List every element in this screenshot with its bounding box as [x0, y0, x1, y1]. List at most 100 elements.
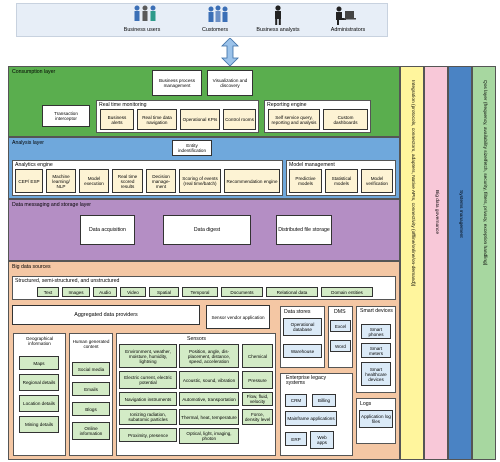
dms-item: Word	[330, 340, 351, 352]
legacy-item: Mainframe applications	[285, 411, 337, 426]
sensor-item: Environment, weather, moisture, humidity…	[119, 344, 177, 368]
structured-item: Video	[120, 287, 146, 297]
smart-devices-title: Smart devices	[360, 308, 393, 314]
analytics-item: Model execution	[79, 169, 109, 193]
governance-layer	[424, 66, 448, 460]
model-item: Model verification	[361, 169, 393, 193]
geo-item: Maps	[19, 356, 59, 370]
sensor-item: Navigation instruments	[119, 392, 177, 406]
qos-layer	[472, 66, 496, 460]
data-acquisition-box: Data acquisition	[80, 215, 135, 245]
reporting-title: Reporting engine	[267, 102, 307, 108]
sensor-item: Chemical	[242, 344, 273, 368]
reporting-item: Custom dashboards	[323, 109, 368, 130]
sensor-item: Force, density level	[242, 409, 273, 425]
business-analyst-icon	[275, 5, 281, 25]
sensor-item: Flow, fluid, velocity	[242, 392, 273, 406]
human-item: Social media	[72, 362, 110, 376]
human-item: Online information	[72, 422, 110, 440]
governance-label: Big data governance	[434, 190, 439, 235]
rtm-item: Operational KPIs	[180, 109, 220, 130]
entity-identification-box: Entity indentification	[172, 140, 212, 156]
legacy-item: Billing	[312, 394, 336, 407]
rtm-item: Control rooms	[223, 109, 256, 130]
data-stores-title: Data stores	[284, 309, 311, 315]
sensor-item: Optical, light, imaging, photon	[179, 428, 239, 444]
business-users-icon	[134, 5, 156, 21]
geo-item: Regional details	[19, 374, 59, 391]
analytics-item: Recommendation engine	[224, 169, 280, 193]
smart-item: Smart meters	[361, 343, 391, 358]
legacy-item: Web apps	[310, 431, 334, 449]
model-item: Predictive models	[289, 169, 322, 193]
logs-item: Application log files	[359, 410, 393, 428]
sensors-title: Sensors	[187, 336, 207, 342]
analytics-item: Scoring of events (real time/batch)	[179, 169, 221, 193]
transaction-interceptor-box: Transaction interceptor	[42, 105, 90, 127]
user-business-users: Business users	[123, 27, 161, 33]
visualization-box: Visualization and discovery	[207, 70, 253, 96]
user-business-analysts: Business analysts	[256, 27, 300, 33]
integration-layer	[400, 66, 424, 460]
administrator-icon	[336, 6, 356, 25]
geo-group	[13, 333, 66, 456]
sensor-item: Electric current, electric potential	[119, 371, 177, 389]
bidirectional-arrow-icon	[221, 38, 239, 66]
model-item: Statistical models	[325, 169, 358, 193]
analytics-item: Decision manage-ment	[146, 169, 176, 193]
legacy-title: Enterprise legacy systems	[286, 375, 327, 386]
user-customers: Customers	[201, 27, 229, 33]
legacy-item: CRM	[285, 394, 307, 407]
aggregated-providers-box: Aggregated data providers	[12, 305, 200, 325]
geo-item: Mining details	[19, 416, 59, 433]
structured-item: Audio	[93, 287, 117, 297]
user-administrators: Administrators	[330, 27, 366, 33]
human-item: Emails	[72, 382, 110, 396]
sensor-vendor-box: Sensor vendor application	[206, 305, 270, 329]
dms-title: DMS	[334, 309, 346, 315]
smart-item: Smart healthcare devices	[361, 362, 391, 386]
structured-item: Relational data	[266, 287, 318, 297]
sensor-item: Proximity, presence	[119, 428, 177, 442]
data-stores-group: Data stores	[280, 306, 325, 368]
analytics-item: Real time scored results	[112, 169, 143, 193]
sensor-item: Acoustic, sound, vibration	[179, 371, 239, 389]
model-management-title: Model management	[289, 162, 335, 168]
analytics-item: CEP/ ESP	[15, 169, 43, 193]
qos-label: Qos layer (frequency, availability size/…	[482, 80, 487, 266]
dms-item: Excel	[330, 320, 351, 332]
systems-label: Systems management	[458, 190, 463, 238]
structured-item: Text	[37, 287, 59, 297]
integration-label: Integration (protocols, connectors, adap…	[410, 80, 415, 287]
human-title: Human generated content	[72, 339, 110, 349]
rtm-item: Business alerts	[100, 109, 134, 130]
structured-item: Spatial	[149, 287, 179, 297]
structured-title: Structured, semi-structured, and unstruc…	[15, 278, 120, 284]
users-banner	[16, 3, 388, 37]
messaging-title: Data messaging and storage layer	[12, 202, 92, 208]
distributed-storage-box: Distributed file storage	[276, 215, 332, 245]
rtm-item: Real time data navigation	[137, 109, 177, 130]
consumption-title: Consumption layer	[12, 69, 56, 75]
structured-item: Temporal	[182, 287, 218, 297]
data-digest-box: Data digest	[163, 215, 251, 245]
human-item: Blogs	[72, 402, 110, 416]
structured-item: Images	[62, 287, 90, 297]
sources-title: Big data sources	[12, 264, 51, 270]
structured-item: Documents	[221, 287, 263, 297]
analytics-engine-title: Analytics engine	[15, 162, 53, 168]
customers-icon	[208, 5, 228, 22]
store-item: Operational database	[283, 318, 322, 336]
dms-group: DMS	[328, 306, 353, 368]
sensor-item: Position, angle, dis-placement, distance…	[179, 344, 239, 368]
sensor-item: Automotive, transportation	[179, 392, 239, 406]
reporting-item: Self service query, reporting and analys…	[268, 109, 320, 130]
sensor-item: Ionizing radiation, subatomic particles	[119, 409, 177, 425]
smart-item: Smart phones	[361, 324, 391, 339]
structured-item: Domain entities	[321, 287, 373, 297]
systems-management-layer	[448, 66, 472, 460]
geo-item: Location details	[19, 395, 59, 412]
analytics-item: Machine learning/ NLP	[46, 169, 76, 193]
bpm-box: Business process management	[152, 70, 202, 96]
logs-title: Logs	[360, 401, 372, 407]
